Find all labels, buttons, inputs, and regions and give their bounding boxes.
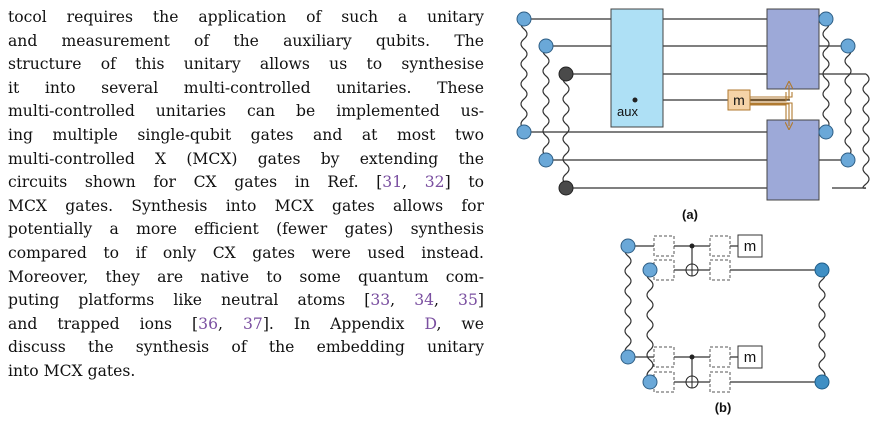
cnot-control bbox=[689, 243, 695, 249]
text-line: into MCX gates. bbox=[8, 361, 136, 380]
unitary-right-bottom bbox=[766, 119, 820, 201]
text-line: and measurement of the auxiliary qubits.… bbox=[8, 31, 484, 50]
dashed-gates bbox=[653, 235, 731, 393]
qubit-dot bbox=[516, 124, 532, 140]
unitary-right-top bbox=[766, 8, 820, 90]
qubit-dot bbox=[538, 38, 554, 54]
wavy-link bbox=[844, 45, 852, 161]
qubit-dot-dark bbox=[558, 180, 574, 196]
qubit-dot bbox=[620, 349, 636, 365]
qubit-dot bbox=[818, 124, 834, 140]
text-line: MCX gates. Synthesis into MCX gates allo… bbox=[8, 196, 484, 215]
qubit-dot bbox=[620, 238, 636, 254]
citation-link-31[interactable]: 31 bbox=[382, 173, 403, 192]
citation-link-35[interactable]: 35 bbox=[458, 291, 478, 310]
text-line: Moreover, they are native to some quantu… bbox=[8, 267, 484, 286]
entanglement-links-a bbox=[520, 18, 870, 189]
text-line: compared to if only CX gates were used i… bbox=[8, 243, 484, 262]
qubit-dot bbox=[642, 262, 658, 278]
citation-link-36[interactable]: 36 bbox=[198, 314, 218, 333]
wavy-link bbox=[822, 18, 830, 134]
wavy-link bbox=[862, 73, 870, 189]
qubit-dot bbox=[818, 11, 834, 27]
measurement-box bbox=[727, 89, 751, 111]
qubit-dot-end bbox=[814, 262, 830, 278]
text-line: circuits shown for CX gates in Ref. [31,… bbox=[8, 173, 484, 192]
text-line: multi-controlled X (MCX) gates by extend… bbox=[8, 149, 484, 168]
text-line: multi-controlled unitaries can be implem… bbox=[8, 102, 484, 121]
citation-link-37[interactable]: 37 bbox=[243, 314, 263, 333]
aux-dot bbox=[632, 97, 638, 103]
qubit-dot-dark bbox=[558, 66, 574, 82]
qubit-dot bbox=[642, 374, 658, 390]
text-line: potentially a more efficient (fewer gate… bbox=[8, 220, 484, 239]
embedding-unitary-left bbox=[610, 8, 664, 128]
text-line: tocol requires the application of such a… bbox=[8, 8, 484, 26]
panel-a-label: (a) bbox=[682, 207, 698, 222]
circuit-diagram: aux m (a) bbox=[516, 8, 870, 415]
wavy-link bbox=[562, 73, 570, 189]
text-line: structure of this unitary allows us to s… bbox=[8, 55, 484, 74]
measurement-label: m bbox=[733, 92, 745, 108]
text-line: and trapped ions [36, 37]. In Appendix D… bbox=[8, 314, 485, 333]
citation-link-34[interactable]: 34 bbox=[414, 291, 435, 310]
wavy-link bbox=[542, 45, 550, 161]
circuit-figure: aux m (a) bbox=[500, 0, 880, 440]
qubit-dot-end bbox=[814, 374, 830, 390]
measurement-box bbox=[737, 234, 763, 258]
qubit-dot bbox=[840, 152, 856, 168]
text-line: puting platforms like neutral atoms [33,… bbox=[8, 291, 484, 310]
panel-b-label: (b) bbox=[715, 400, 732, 415]
text-line: discuss the synthesis of the embedding u… bbox=[8, 338, 484, 357]
citation-link-32[interactable]: 32 bbox=[424, 173, 445, 192]
text-line: ing multiple single-qubit gates and at m… bbox=[8, 125, 484, 144]
qubit-dot bbox=[840, 38, 856, 54]
measurement-label: m bbox=[744, 238, 757, 255]
wavy-link bbox=[520, 18, 528, 134]
citation-link-33[interactable]: 33 bbox=[370, 291, 391, 310]
text-line: it into several multi-controlled unitari… bbox=[8, 78, 484, 97]
measurement-box bbox=[737, 345, 763, 369]
appendix-link[interactable]: D bbox=[424, 314, 437, 333]
qubit-dot bbox=[516, 11, 532, 27]
body-text-paragraph: tocol requires the application of such a… bbox=[8, 6, 484, 384]
classical-wires bbox=[750, 85, 792, 126]
aux-label: aux bbox=[617, 104, 638, 119]
qubit-dot bbox=[538, 152, 554, 168]
cnot-control bbox=[689, 354, 695, 360]
measurement-label: m bbox=[744, 349, 757, 366]
